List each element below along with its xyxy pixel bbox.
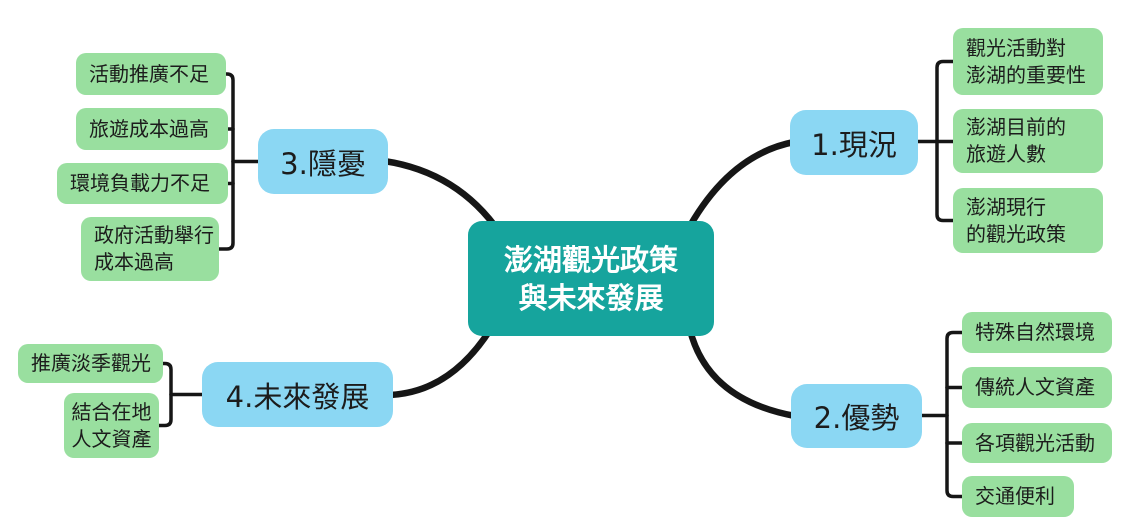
leaf-label: 特殊自然環境	[975, 320, 1095, 344]
leaf-label: 各項觀光活動	[975, 430, 1095, 455]
leaf-node[interactable]: 澎湖目前的 旅遊人數	[953, 109, 1103, 173]
link-center-branch1	[682, 138, 798, 237]
bracket-branch3-rail	[217, 72, 235, 251]
leaf-node[interactable]: 推廣淡季觀光	[18, 344, 163, 383]
leaf-node[interactable]: 旅遊成本過高	[76, 108, 228, 150]
leaf-node[interactable]: 交通便利	[962, 476, 1074, 517]
leaf-node[interactable]: 傳統人文資產	[962, 367, 1112, 408]
link-center-branch4	[386, 326, 494, 399]
branch-node-4-future-development[interactable]: 4.未來發展	[202, 362, 393, 427]
leaf-label: 環境負載力不足	[70, 171, 210, 195]
central-topic-label: 澎湖觀光政策 與未來發展	[503, 242, 678, 315]
link-center-branch2	[686, 326, 799, 420]
branch-label: 1.現況	[811, 127, 897, 162]
leaf-node[interactable]: 政府活動舉行 成本過高	[81, 217, 219, 281]
leaf-label: 政府活動舉行 成本過高	[94, 223, 214, 274]
leaf-node[interactable]: 特殊自然環境	[962, 312, 1112, 353]
branch-node-1-current-status[interactable]: 1.現況	[790, 110, 918, 175]
leaf-node[interactable]: 澎湖現行 的觀光政策	[953, 188, 1103, 253]
leaf-node[interactable]: 結合在地 人文資產	[64, 393, 159, 458]
leaf-label: 結合在地 人文資產	[71, 399, 152, 451]
leaf-node[interactable]: 各項觀光活動	[962, 423, 1112, 463]
leaf-label: 觀光活動對 澎湖的重要性	[966, 35, 1086, 87]
leaf-label: 澎湖目前的 旅遊人數	[966, 115, 1066, 166]
leaf-node[interactable]: 環境負載力不足	[57, 163, 228, 204]
link-center-branch3	[380, 157, 504, 237]
branch-label: 3.隱憂	[280, 146, 366, 181]
leaf-label: 交通便利	[975, 484, 1055, 508]
leaf-node[interactable]: 活動推廣不足	[76, 53, 226, 95]
bracket-branch4-rail	[154, 361, 173, 428]
branch-node-2-advantages[interactable]: 2.優勢	[791, 384, 922, 448]
branch-label: 4.未來發展	[225, 379, 370, 414]
leaf-label: 傳統人文資產	[975, 375, 1095, 399]
bracket-branch1-rail	[935, 59, 955, 223]
leaf-label: 推廣淡季觀光	[31, 351, 151, 375]
central-topic-node[interactable]: 澎湖觀光政策 與未來發展	[468, 221, 714, 336]
branch-node-3-concerns[interactable]: 3.隱憂	[258, 129, 388, 194]
branch-label: 2.優勢	[813, 401, 900, 435]
leaf-node[interactable]: 觀光活動對 澎湖的重要性	[953, 28, 1103, 95]
leaf-label: 澎湖現行 的觀光政策	[966, 194, 1066, 246]
leaf-label: 旅遊成本過高	[89, 116, 209, 141]
bracket-branch2-rail	[945, 330, 964, 499]
leaf-label: 活動推廣不足	[89, 61, 209, 86]
